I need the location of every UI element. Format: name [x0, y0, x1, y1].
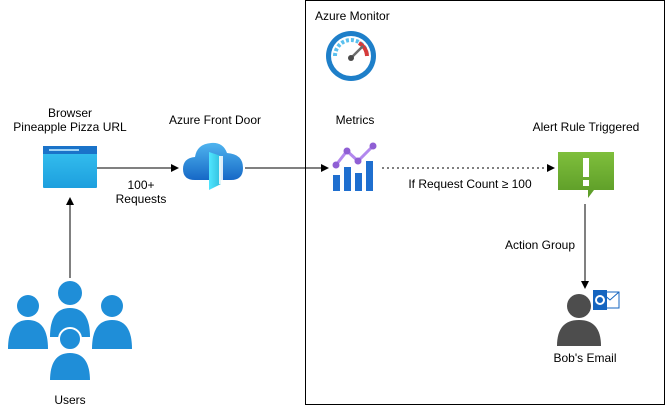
requests-count: 100+ [127, 178, 155, 192]
requests-label: 100+ Requests [106, 178, 176, 206]
azure-front-door-icon[interactable] [183, 140, 245, 192]
requests-text: Requests [115, 192, 167, 206]
metrics-label: Metrics [335, 113, 375, 127]
browser-label: Browser Pineapple Pizza URL [0, 106, 140, 134]
action-group-label: Action Group [504, 238, 576, 252]
user-email-icon[interactable] [555, 290, 625, 346]
condition-label: If Request Count ≥ 100 [408, 177, 532, 191]
azure-monitor-container [305, 0, 665, 405]
azure-monitor-gauge-icon [326, 31, 376, 81]
alert-rule-label: Alert Rule Triggered [532, 120, 640, 134]
users-label: Users [54, 393, 86, 407]
browser-window-icon[interactable] [43, 146, 97, 188]
metrics-chart-icon[interactable] [330, 141, 382, 193]
front-door-label: Azure Front Door [168, 113, 262, 127]
email-label: Bob's Email [553, 351, 617, 365]
browser-label-line2: Pineapple Pizza URL [13, 120, 127, 134]
alert-icon[interactable] [558, 152, 614, 200]
browser-label-line1: Browser [47, 106, 92, 120]
users-icon [8, 281, 132, 382]
azure-monitor-title: Azure Monitor [315, 9, 390, 23]
